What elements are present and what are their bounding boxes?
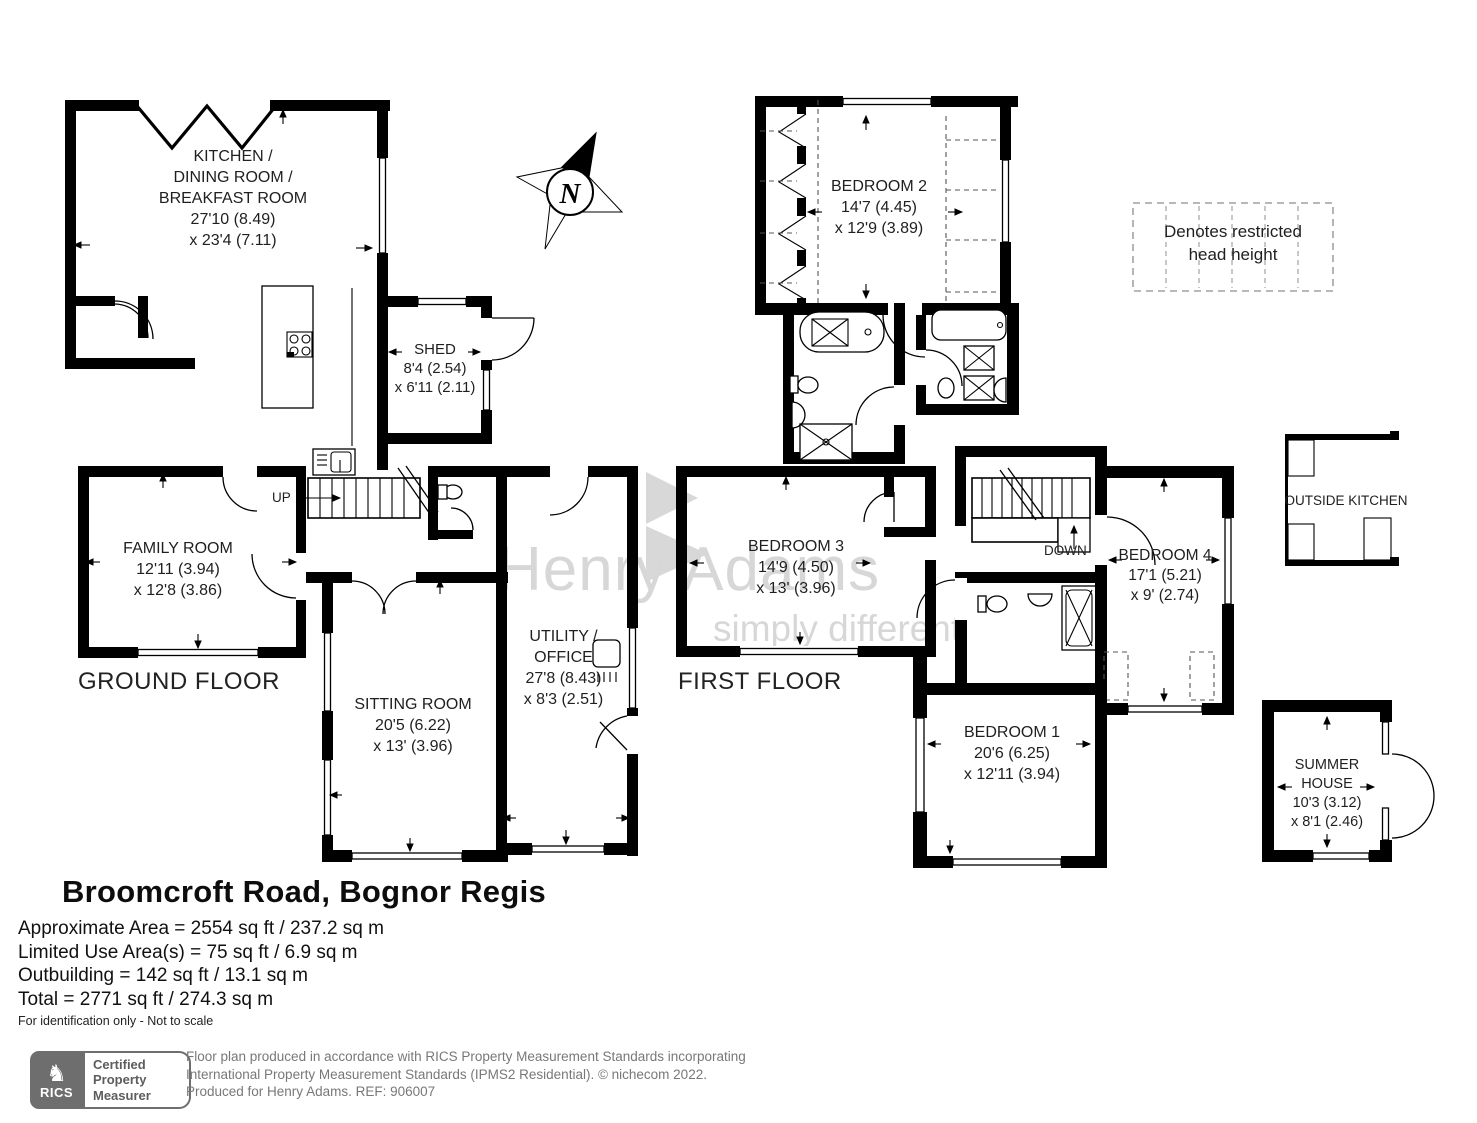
watermark-tagline: simply different bbox=[713, 608, 962, 649]
compass-icon: N bbox=[515, 131, 624, 250]
bedroom4-label: BEDROOM 4 17'1 (5.21) x 9' (2.74) bbox=[1118, 547, 1212, 604]
area-line: Outbuilding = 142 sq ft / 13.1 sq m bbox=[18, 965, 308, 986]
rics-lion-icon: ♞ bbox=[46, 1059, 67, 1086]
rics-logo: ♞ RICS bbox=[30, 1051, 83, 1109]
disclaimer-text: For identification only - Not to scale bbox=[18, 1014, 214, 1028]
outside-kitchen-label: OUTSIDE KITCHEN bbox=[1284, 493, 1408, 508]
up-label: UP bbox=[272, 490, 291, 505]
watermark-name: Henry Adams bbox=[497, 535, 881, 604]
bedroom1-label: BEDROOM 1 20'6 (6.25) x 12'11 (3.94) bbox=[963, 724, 1061, 783]
sitting-room-label: SITTING ROOM 20'5 (6.22) x 13' (3.96) bbox=[354, 696, 472, 755]
kitchen-label: KITCHEN / DINING ROOM / BREAKFAST ROOM 2… bbox=[158, 148, 308, 249]
bedroom3-label: BEDROOM 3 14'9 (4.50) x 13' (3.96) bbox=[747, 538, 844, 597]
summer-house-label: SUMMER HOUSE 10'3 (3.12) x 8'1 (2.46) bbox=[1290, 757, 1364, 830]
area-summary: Approximate Area = 2554 sq ft / 237.2 sq… bbox=[18, 917, 384, 1011]
watermark-triangle-icon bbox=[646, 472, 698, 524]
restricted-head-height-legend bbox=[1132, 202, 1334, 292]
shed-label: SHED 8'4 (2.54) x 6'11 (2.11) bbox=[394, 341, 476, 396]
svg-text:N: N bbox=[559, 178, 582, 210]
dimension-arrows bbox=[72, 108, 1376, 855]
utility-office-label: UTILITY / OFFICE 27'8 (8.43) x 8'3 (2.51… bbox=[523, 628, 604, 708]
footer-text: Floor plan produced in accordance with R… bbox=[186, 1049, 746, 1099]
bedroom2-label: BEDROOM 2 14'7 (4.45) x 12'9 (3.89) bbox=[830, 178, 927, 237]
legend-text: Denotes restricted head height bbox=[1164, 222, 1302, 264]
page-title: Broomcroft Road, Bognor Regis bbox=[62, 874, 547, 909]
area-line: Total = 2771 sq ft / 274.3 sq m bbox=[18, 988, 274, 1010]
area-line: Limited Use Area(s) = 75 sq ft / 6.9 sq … bbox=[18, 941, 358, 963]
certified-property-measurer-badge: Certified Property Measurer bbox=[83, 1051, 191, 1109]
ground-floor-plan bbox=[65, 100, 638, 862]
first-floor-plan bbox=[676, 96, 1435, 868]
ground-floor-title: GROUND FLOOR bbox=[78, 668, 281, 695]
down-label: DOWN bbox=[1044, 543, 1087, 558]
area-line: Approximate Area = 2554 sq ft / 237.2 sq… bbox=[18, 918, 384, 939]
family-room-label: FAMILY ROOM 12'11 (3.94) x 12'8 (3.86) bbox=[123, 540, 233, 599]
first-floor-title: FIRST FLOOR bbox=[678, 668, 842, 695]
